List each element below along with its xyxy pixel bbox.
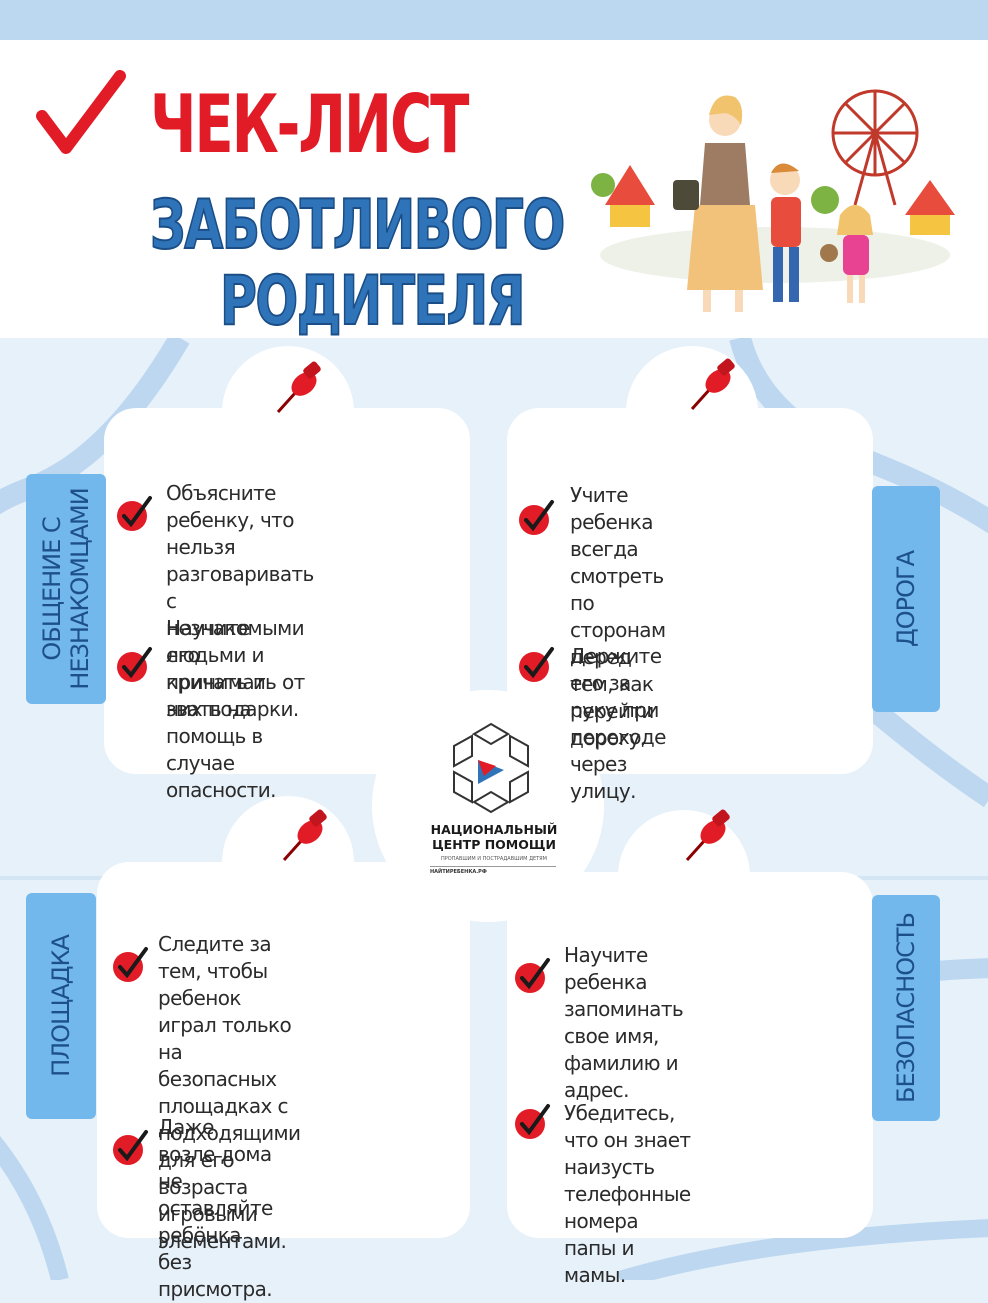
checklist-text: Следите за тем, чтобы ребенок играл толь…: [158, 932, 301, 1253]
pushpin-icon: [690, 358, 735, 411]
card-safety: [507, 872, 873, 1238]
check-icon: [519, 500, 554, 535]
tab-road: ДОРОГА: [872, 486, 940, 712]
title-parent: РОДИТЕЛЯ: [219, 261, 526, 342]
organization-logo-icon: [453, 722, 529, 814]
card-road: [507, 408, 873, 774]
organization-subtitle: ПРОПАВШИМ И ПОСТРАДАВШИМ ДЕТЯМ: [441, 856, 547, 862]
checklist-text: Убедитесь, что он знает наизусть телефон…: [564, 1101, 691, 1287]
title-check-icon: [36, 70, 126, 154]
pushpin-icon: [282, 809, 327, 862]
checklist-text: Даже возле дома не оставляйте ребёнка бе…: [158, 1115, 273, 1301]
check-icon: [113, 947, 148, 982]
logo-circle: [372, 690, 604, 922]
pushpin-icon: [276, 361, 321, 414]
title-caring: ЗАБОТЛИВОГО: [149, 185, 566, 266]
check-icon: [515, 1104, 550, 1139]
check-icon: [515, 958, 550, 993]
pushpin-icon: [685, 809, 730, 862]
tab-strangers: ОБЩЕНИЕ С НЕЗНАКОМЦАМИ: [26, 474, 106, 704]
check-icon: [113, 1130, 148, 1165]
checklist-text: Научите его кричать и звать на помощь в …: [166, 616, 276, 802]
divider: [430, 866, 556, 867]
organization-name: НАЦИОНАЛЬНЫЙ ЦЕНТР ПОМОЩИ: [430, 822, 558, 852]
checklist-text: Научите ребенка запоминать свое имя, фам…: [564, 943, 684, 1102]
checklist-text: Держите его за руку при переходе через у…: [570, 644, 666, 803]
card-strangers: [104, 408, 470, 774]
parent-children-illustration: [591, 89, 955, 312]
check-icon: [117, 647, 152, 682]
top-band: [0, 0, 988, 40]
title-checklist: ЧЕК-ЛИСТ: [150, 78, 469, 171]
checklist-text: Учите ребенка всегда смотреть по сторона…: [570, 483, 666, 750]
card-playground: [97, 862, 470, 1238]
tab-playground: ПЛОЩАДКА: [26, 893, 96, 1119]
tab-safety: БЕЗОПАСНОСТЬ: [872, 895, 940, 1121]
checklist-text: Объясните ребенку, что нельзя разговарив…: [166, 481, 314, 721]
check-icon: [519, 647, 554, 682]
organization-site: НАЙТИРЕБЕНКА.РФ: [430, 869, 487, 875]
check-icon: [117, 496, 152, 531]
